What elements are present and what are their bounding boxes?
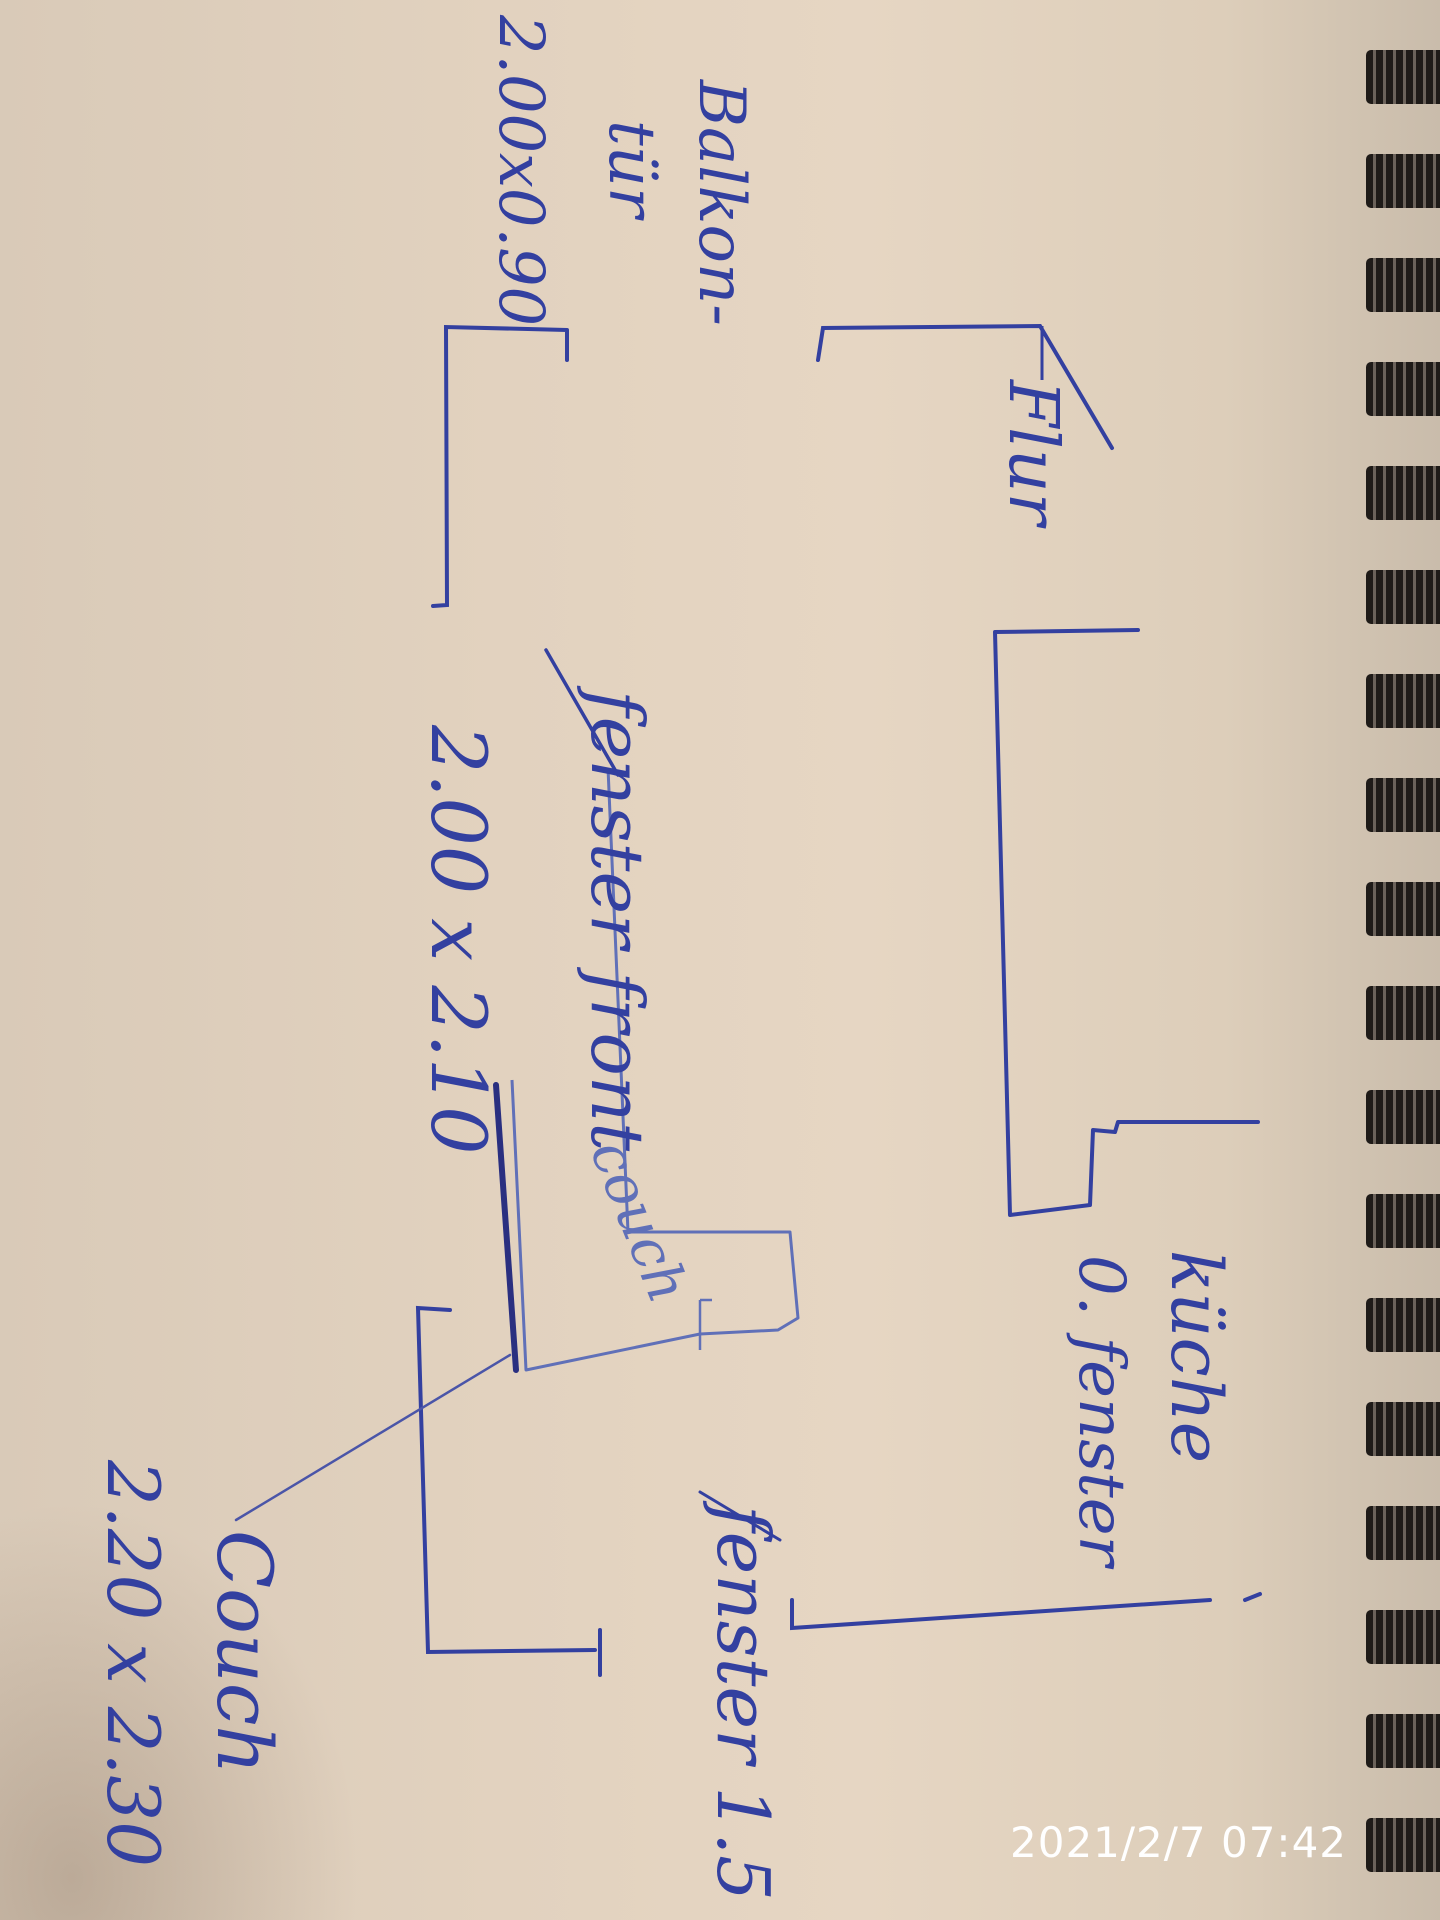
label-balkon-size: 2.00x0.90 bbox=[485, 14, 558, 326]
notebook-spiral-binding bbox=[1366, 50, 1440, 1920]
fenster-right-tick bbox=[698, 1490, 782, 1542]
spiral-ring bbox=[1366, 1714, 1440, 1768]
label-balkon: Balkon- bbox=[684, 79, 758, 326]
spiral-ring bbox=[1366, 1402, 1440, 1456]
hand-shadow bbox=[0, 1500, 360, 1920]
spiral-ring bbox=[1366, 1090, 1440, 1144]
couch-seat-mark bbox=[698, 1298, 712, 1350]
spiral-ring bbox=[1366, 1610, 1440, 1664]
spiral-ring bbox=[1366, 882, 1440, 936]
flur-wall bbox=[816, 323, 1114, 450]
label-flur: Flur bbox=[993, 378, 1072, 529]
spiral-ring bbox=[1366, 1298, 1440, 1352]
spiral-ring bbox=[1366, 674, 1440, 728]
couch-dark-edge bbox=[493, 1082, 519, 1373]
bottom-left-bracket bbox=[415, 1305, 602, 1677]
spiral-ring bbox=[1366, 1506, 1440, 1560]
spiral-ring bbox=[1366, 362, 1440, 416]
fenster-front-tick bbox=[544, 648, 620, 777]
couch-outline bbox=[510, 767, 800, 1372]
spiral-ring bbox=[1366, 570, 1440, 624]
spiral-ring bbox=[1366, 258, 1440, 312]
spiral-ring bbox=[1366, 1818, 1440, 1872]
label-fenster-front: fenster front bbox=[575, 685, 659, 1152]
right-outer-wall bbox=[790, 1592, 1262, 1631]
spiral-ring bbox=[1366, 1194, 1440, 1248]
photo-timestamp: 2021/2/7 07:42 bbox=[1010, 1818, 1348, 1867]
spiral-ring bbox=[1366, 154, 1440, 208]
label-fenster-right: fenster 1.5 bbox=[701, 1500, 785, 1901]
label-balkon-tur: tür bbox=[594, 120, 668, 221]
label-kuche-fenster: 0. fenster bbox=[1064, 1255, 1138, 1570]
spiral-ring bbox=[1366, 778, 1440, 832]
label-couch-inner: couch bbox=[577, 1131, 700, 1312]
label-kuche: küche bbox=[1155, 1250, 1237, 1463]
spiral-ring bbox=[1366, 466, 1440, 520]
couch-pointer-line bbox=[234, 1353, 512, 1522]
spiral-ring bbox=[1366, 986, 1440, 1040]
label-couch: Couch bbox=[200, 1530, 289, 1774]
spiral-ring bbox=[1366, 50, 1440, 104]
kitchen-wall bbox=[993, 628, 1260, 1217]
balkon-door-bracket bbox=[431, 324, 569, 608]
label-fenster-front-size: 2.00 x 2.10 bbox=[414, 724, 503, 1155]
label-couch-size: 2.20 x 2.30 bbox=[91, 1459, 175, 1867]
